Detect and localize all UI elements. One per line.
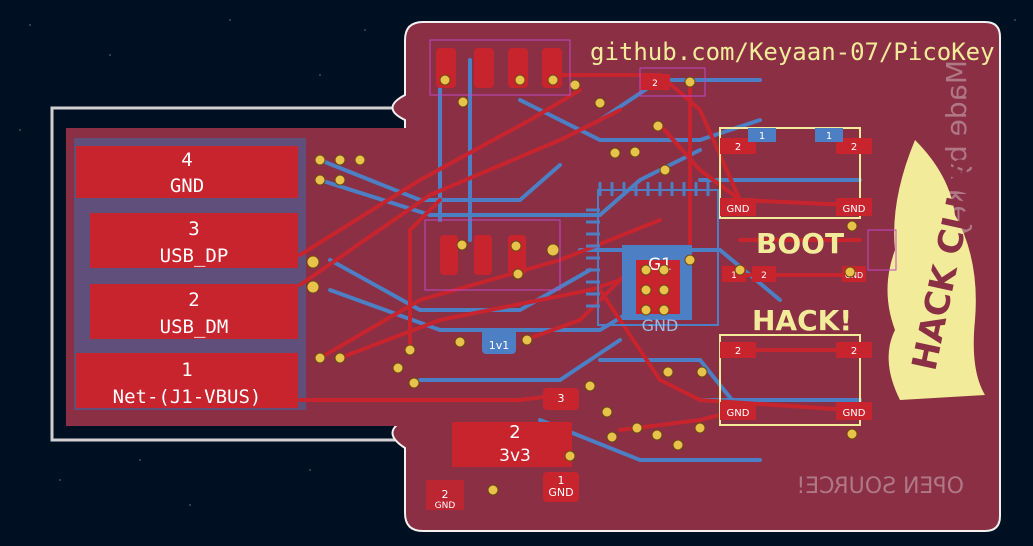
regulator-pin2-number: 2 [509, 422, 520, 443]
boot-label: BOOT [756, 227, 844, 260]
regulator[interactable]: 2 3v3 1 GND 3 [452, 388, 579, 502]
courtyards [424, 39, 897, 291]
grid-dots [19, 19, 1016, 506]
usb-pad-3-number: 3 [188, 218, 199, 240]
hack-pad-2: 2 [735, 346, 741, 357]
mirrored-open-source: OPEN SOURCE! [796, 474, 964, 499]
capacitor-1v1-label: 1v1 [489, 339, 510, 352]
corner-pad-gnd: GND [435, 501, 456, 511]
boot-pad-2: 2 [735, 142, 741, 153]
regulator-pin1-net: GND [548, 486, 573, 499]
bottom-copper-traces [318, 58, 862, 462]
usb-pad-1[interactable]: 1 Net-(J1-VBUS) [76, 353, 298, 408]
hack-pad-gnd: GND [727, 408, 750, 419]
boot-button-pads[interactable]: 2 2 GND GND 1 1 [719, 127, 872, 219]
regulator-pin2-net: 3v3 [499, 446, 531, 466]
usb-pad-4-net: GND [170, 175, 204, 197]
vias [306, 74, 858, 496]
usb-pad-1-net: Net-(J1-VBUS) [113, 386, 262, 408]
hack-label: HACK! [752, 304, 852, 337]
side-pad-2: 2 [761, 271, 767, 281]
boot-pad-gnd: GND [727, 204, 750, 215]
github-url: github.com/Keyaan-07/PicoKey [590, 38, 995, 66]
usb-pad-2[interactable]: 2 USB_DM [90, 284, 298, 339]
corner-pad-2: 2 [442, 488, 449, 501]
hack-pad-2b: 2 [851, 346, 857, 357]
hack-button-pads[interactable]: 2 2 GND GND [719, 334, 872, 426]
usb-pad-3[interactable]: 3 USB_DP [90, 213, 298, 268]
hack-pad-gnd-b: GND [843, 408, 866, 419]
usb-pad-2-number: 2 [188, 289, 199, 311]
side-pad-1: 1 [731, 271, 737, 281]
usb-pad-4-number: 4 [181, 149, 192, 171]
usb-pad-4[interactable]: 4 GND [76, 146, 298, 198]
usb-pad-2-net: USB_DM [160, 316, 229, 338]
boot-pad-1: 1 [759, 131, 765, 142]
boot-pad-2b: 2 [851, 142, 857, 153]
top-pad-2: 2 [652, 79, 658, 89]
regulator-pin3-number: 3 [558, 392, 565, 405]
boot-pad-gnd-b: GND [843, 204, 866, 215]
capacitor-1v1[interactable]: 1v1 [482, 328, 516, 354]
chip-pad-label: GND [642, 316, 679, 335]
usb-pad-1-number: 1 [181, 359, 192, 381]
open-source-text: OPEN SOURCE! [796, 474, 964, 499]
usb-plug-outline [50, 106, 420, 442]
regulator-pin1-number: 1 [558, 474, 565, 487]
boot-pad-1b: 1 [826, 131, 832, 142]
usb-pad-3-net: USB_DP [160, 245, 229, 267]
